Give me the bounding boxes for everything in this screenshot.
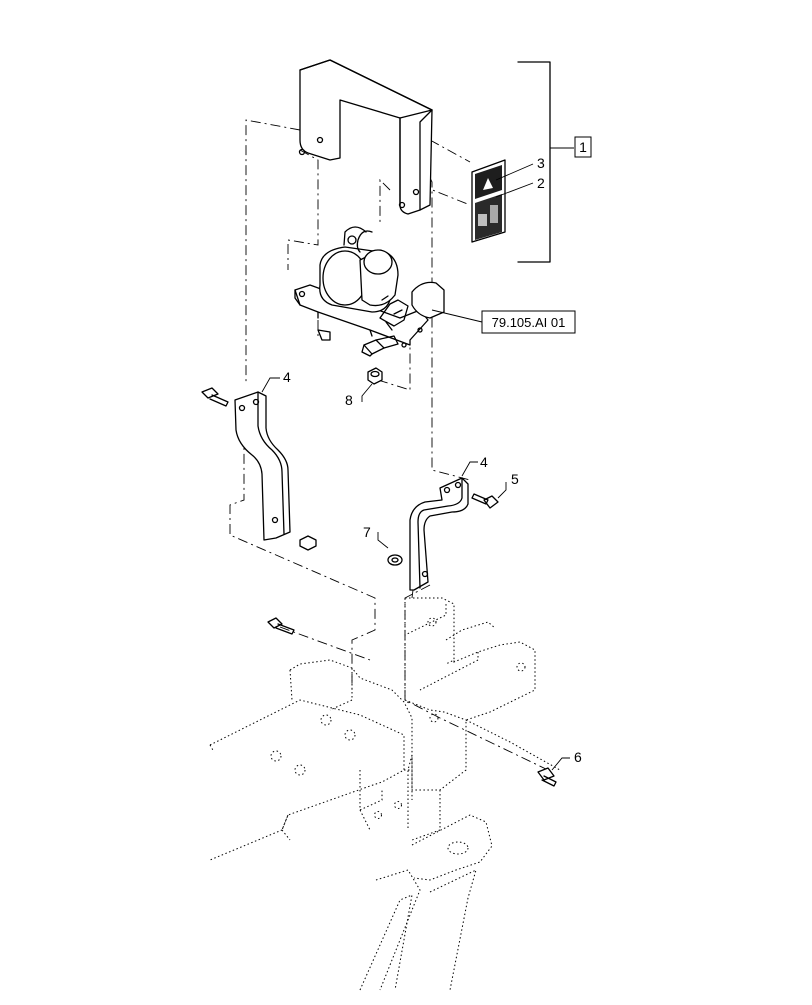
reference-callout: 79.105.AI 01 (431, 309, 576, 334)
callout-4-left: 4 (283, 369, 291, 385)
frame-bolt (267, 617, 295, 635)
bolt-item-5 (471, 482, 507, 509)
callout-8: 8 (345, 392, 353, 408)
callout-6: 6 (574, 749, 582, 765)
callout-7: 7 (363, 524, 371, 540)
hydraulic-pump-cover (298, 59, 433, 215)
tractor-frame (209, 597, 561, 991)
callout-2: 2 (537, 175, 545, 191)
kit-bracket (517, 61, 592, 263)
nut-item-8 (361, 367, 383, 402)
callout-1: 1 (579, 139, 587, 155)
callout-4-right: 4 (480, 454, 488, 470)
mounting-bracket-right (409, 477, 469, 591)
bolt-item-6 (537, 757, 570, 787)
washer-item-7 (377, 532, 403, 566)
mounting-bracket-left (201, 387, 317, 551)
callout-numbers: 3 2 1 4 4 5 6 7 8 (261, 139, 587, 765)
callout-3: 3 (537, 155, 545, 171)
warning-decals (471, 159, 506, 243)
hydraulic-pump-assembly (294, 226, 445, 357)
reference-label: 79.105.AI 01 (492, 315, 566, 330)
callout-5: 5 (511, 471, 519, 487)
